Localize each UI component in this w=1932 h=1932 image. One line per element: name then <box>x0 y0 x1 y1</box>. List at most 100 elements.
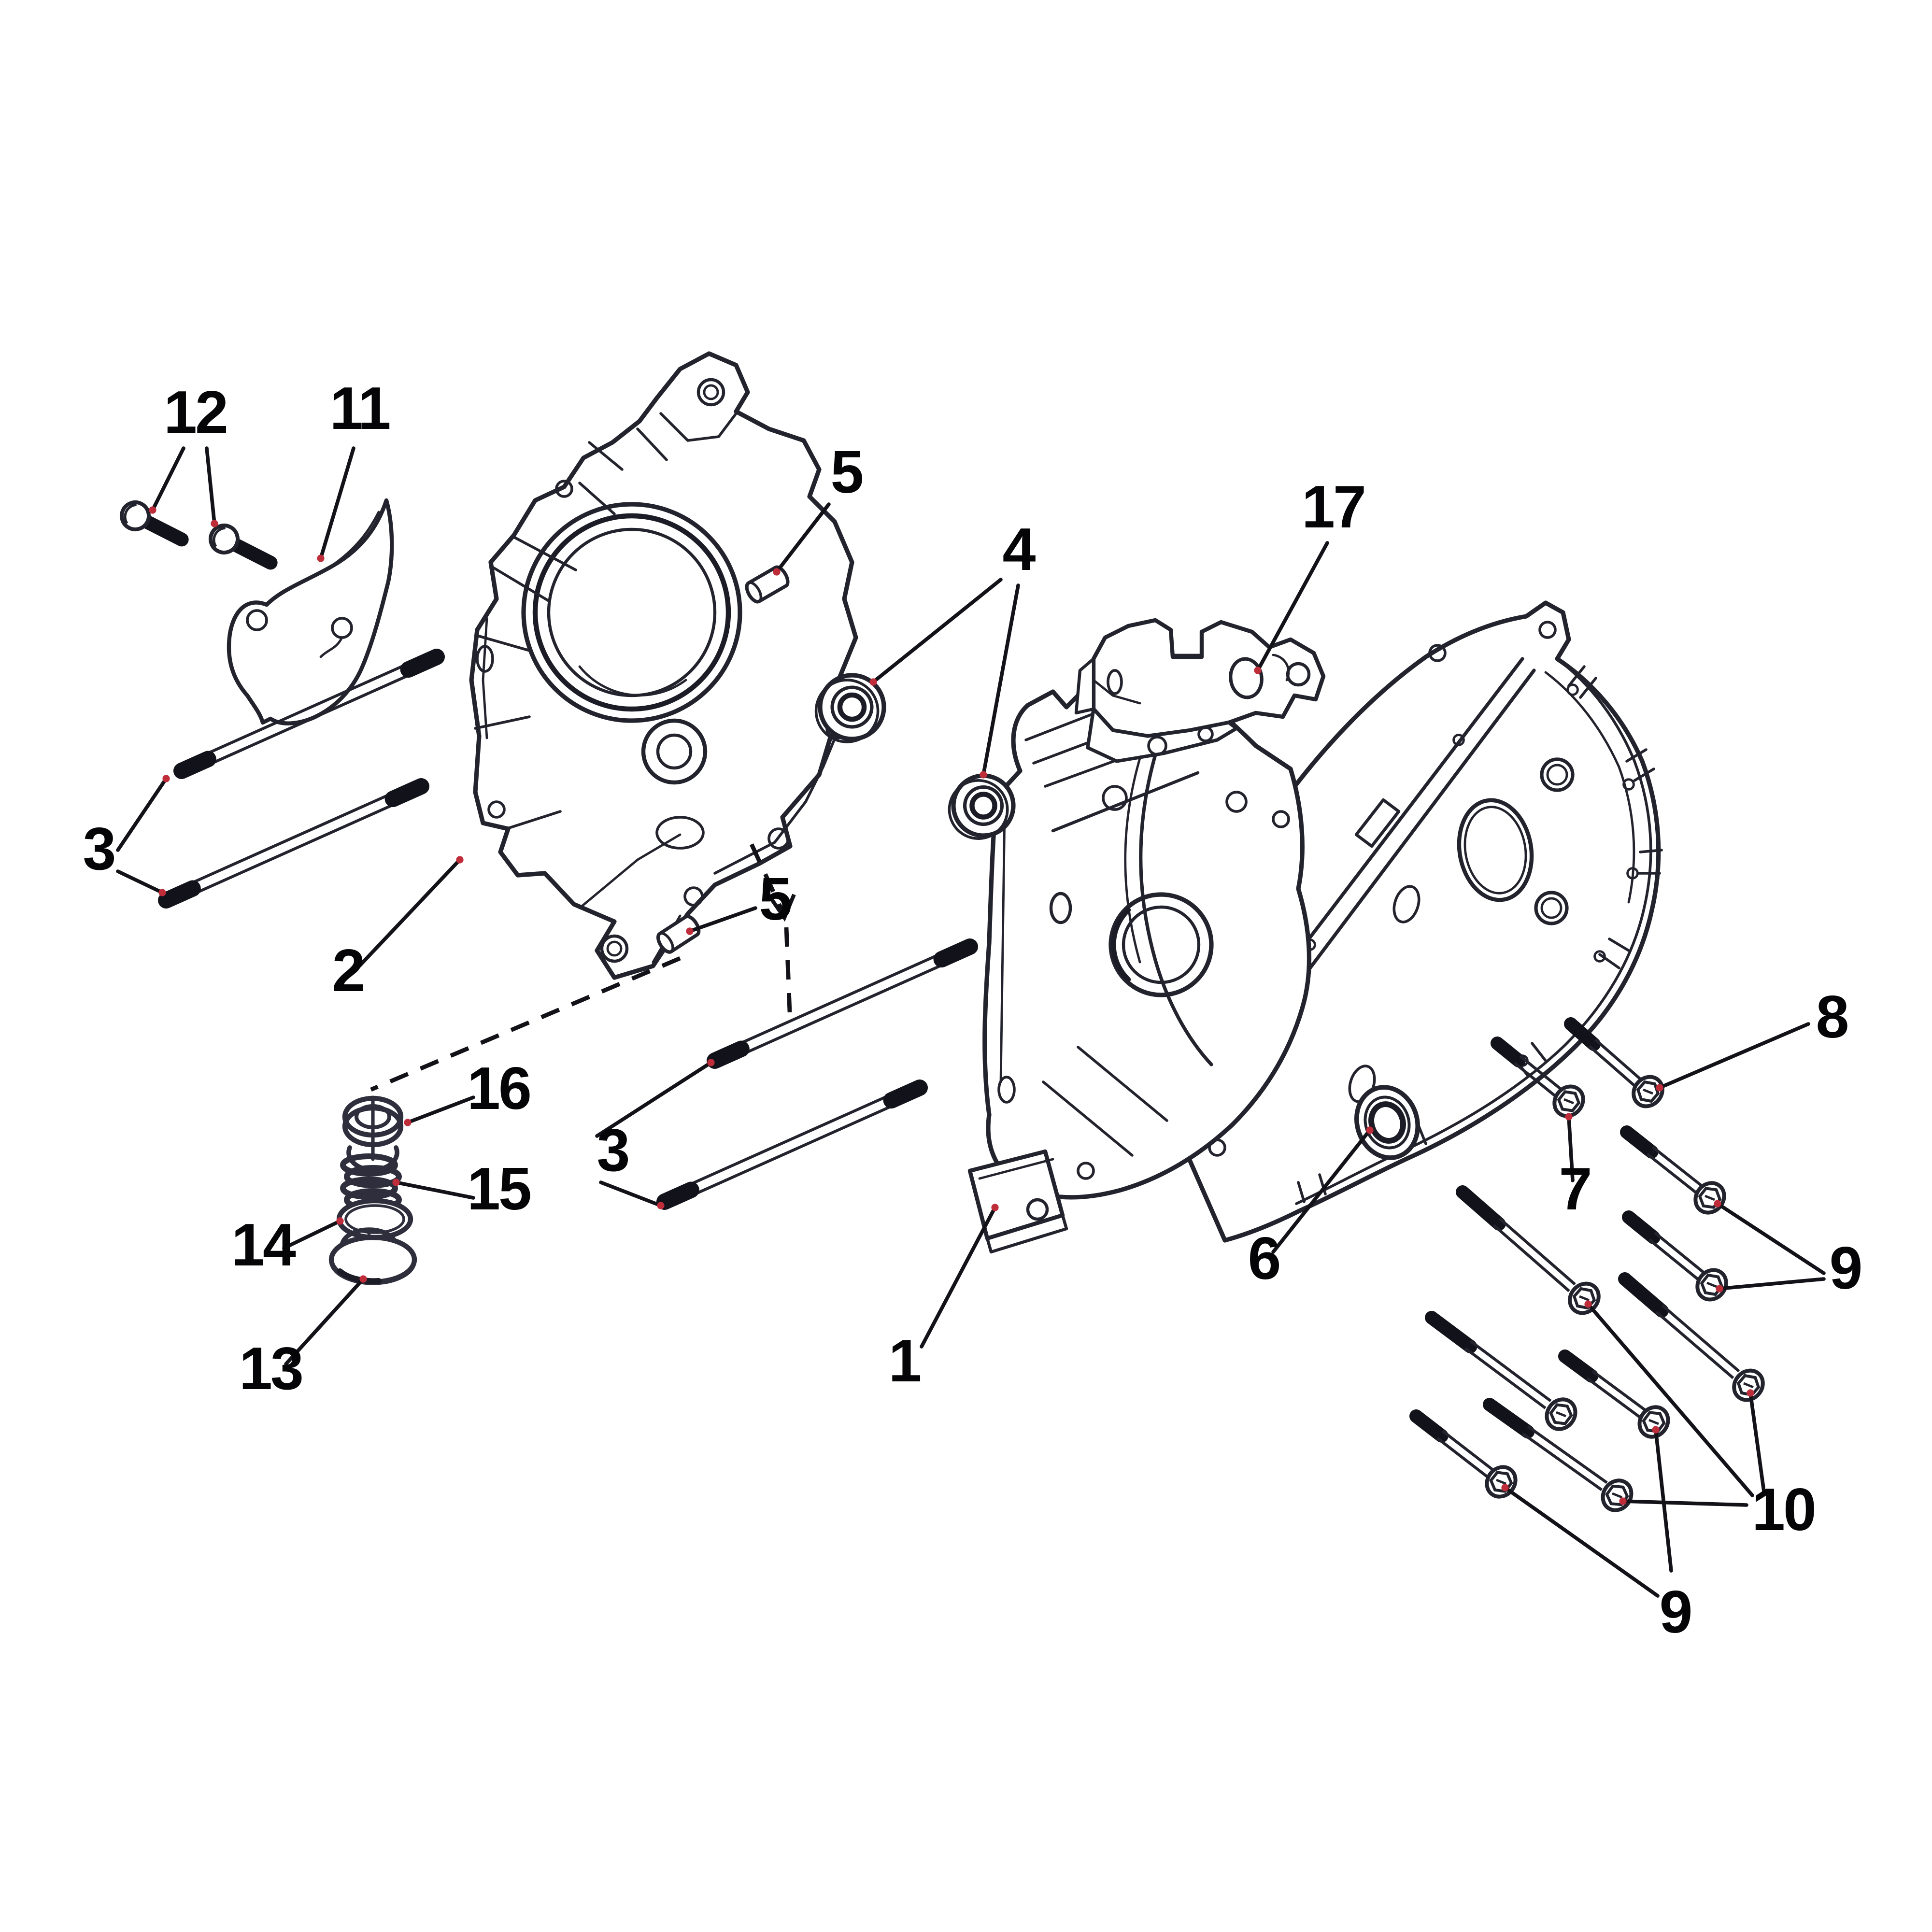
flange-bolt <box>1558 1350 1670 1439</box>
callout-3L: 3 <box>83 816 114 882</box>
dowel-pin <box>656 914 701 954</box>
leader-dot-9A <box>1716 1285 1723 1293</box>
flange-bolt <box>1483 1398 1634 1512</box>
leader-dot-4 <box>980 771 987 779</box>
leader-line-9A <box>1718 1277 1826 1291</box>
callout-5a: 5 <box>831 439 863 506</box>
crankcase-main-half <box>967 674 1312 1254</box>
leader-line-11 <box>319 446 355 560</box>
leader-dot-17 <box>1254 667 1262 674</box>
ball-bearing <box>948 773 1016 840</box>
stud-bolt <box>173 649 445 779</box>
leader-line-3L <box>116 777 168 852</box>
callout-17: 17 <box>1302 474 1364 540</box>
callout-1: 1 <box>889 1328 921 1394</box>
engine-mount-block <box>967 1149 1068 1254</box>
leader-line-17 <box>1256 541 1329 672</box>
leader-line-7 <box>1567 1115 1575 1182</box>
leader-line-6 <box>1271 1128 1372 1254</box>
callout-7: 7 <box>1559 1156 1591 1222</box>
leader-dot-12 <box>149 506 156 514</box>
leader-dot-12 <box>211 520 218 527</box>
leader-dot-10 <box>1747 1389 1754 1397</box>
leader-line-2 <box>357 858 462 968</box>
dashed-assembly-line <box>784 927 793 1024</box>
guard-plate <box>227 498 394 725</box>
leader-line-9A <box>1716 1202 1826 1275</box>
leader-dot-13 <box>359 1275 367 1283</box>
leader-line-13 <box>284 1277 365 1366</box>
leader-dot-9A <box>1714 1200 1721 1208</box>
leader-dot-1 <box>991 1204 999 1211</box>
drain-plug <box>328 1227 417 1285</box>
mounting-bracket <box>1074 618 1326 763</box>
callout-2: 2 <box>332 938 364 1004</box>
dashed-line-arrow <box>765 891 796 922</box>
stud-bolt <box>656 1080 928 1210</box>
cap-bolt <box>209 524 278 570</box>
leader-line-5b <box>688 906 757 933</box>
leader-line-3L <box>116 869 164 895</box>
leader-line-3C <box>599 1180 663 1208</box>
leader-dot-5b <box>686 927 694 935</box>
stud-bolt <box>707 938 978 1069</box>
leader-dot-2 <box>456 856 464 864</box>
oil-seal <box>1354 1085 1421 1160</box>
leader-line-14 <box>282 1219 342 1250</box>
callout-14: 14 <box>231 1212 296 1279</box>
leader-dot-3L <box>162 775 170 782</box>
leader-line-15 <box>394 1180 475 1200</box>
leader-dot-4 <box>869 678 877 686</box>
flange-bolt <box>1618 1272 1765 1402</box>
crankcase-opening <box>521 502 742 723</box>
callout-9A: 9 <box>1830 1235 1861 1302</box>
leader-line-4 <box>981 583 1020 777</box>
leader-dot-3L <box>158 889 166 896</box>
leader-line-12 <box>205 446 216 526</box>
callout-11: 11 <box>329 375 389 442</box>
flange-bolt <box>1425 1311 1577 1431</box>
leader-line-16 <box>406 1095 475 1124</box>
cap-bolt <box>120 500 189 547</box>
callout-15: 15 <box>467 1156 530 1222</box>
leader-dot-15 <box>392 1179 400 1186</box>
leader-dot-7 <box>1565 1113 1573 1121</box>
leader-line-3C <box>595 1061 713 1138</box>
leader-dot-9B <box>1501 1484 1509 1492</box>
leader-dot-5a <box>773 568 781 576</box>
leader-dot-14 <box>336 1217 344 1225</box>
crank-bore <box>1108 892 1214 997</box>
leader-dot-16 <box>404 1119 412 1126</box>
leader-line-12 <box>151 446 185 512</box>
leader-line-4 <box>871 578 1003 684</box>
dashed-assembly-line <box>750 843 786 917</box>
cover-large-hole <box>1457 798 1534 902</box>
leader-line-8 <box>1658 1022 1810 1090</box>
callout-6: 6 <box>1248 1225 1279 1292</box>
stud-bolt <box>158 778 429 909</box>
callout-13: 13 <box>239 1335 302 1402</box>
leader-dot-3C <box>707 1059 715 1066</box>
ball-bearing <box>814 673 886 743</box>
dashed-assembly-line <box>370 956 681 1092</box>
leader-line-9B <box>1503 1486 1660 1598</box>
leader-dot-6 <box>1366 1126 1374 1134</box>
leader-line-1 <box>920 1206 997 1349</box>
callout-12: 12 <box>164 379 227 446</box>
callout-9B: 9 <box>1660 1579 1691 1646</box>
callout-5b: 5 <box>759 866 791 933</box>
crankcase-left-half <box>469 351 858 980</box>
leader-dot-11 <box>317 554 325 562</box>
leader-dot-9B <box>1652 1426 1660 1434</box>
flange-bolt <box>1491 1037 1585 1118</box>
callout-10: 10 <box>1752 1477 1815 1543</box>
leader-line-10 <box>1621 1499 1748 1507</box>
leader-dot-10 <box>1619 1497 1627 1505</box>
leader-dot-3C <box>657 1202 665 1209</box>
callout-8: 8 <box>1816 984 1848 1051</box>
oil-strainer-assembly <box>328 1095 417 1285</box>
callout-4: 4 <box>1003 516 1036 583</box>
callout-3C: 3 <box>597 1117 628 1184</box>
